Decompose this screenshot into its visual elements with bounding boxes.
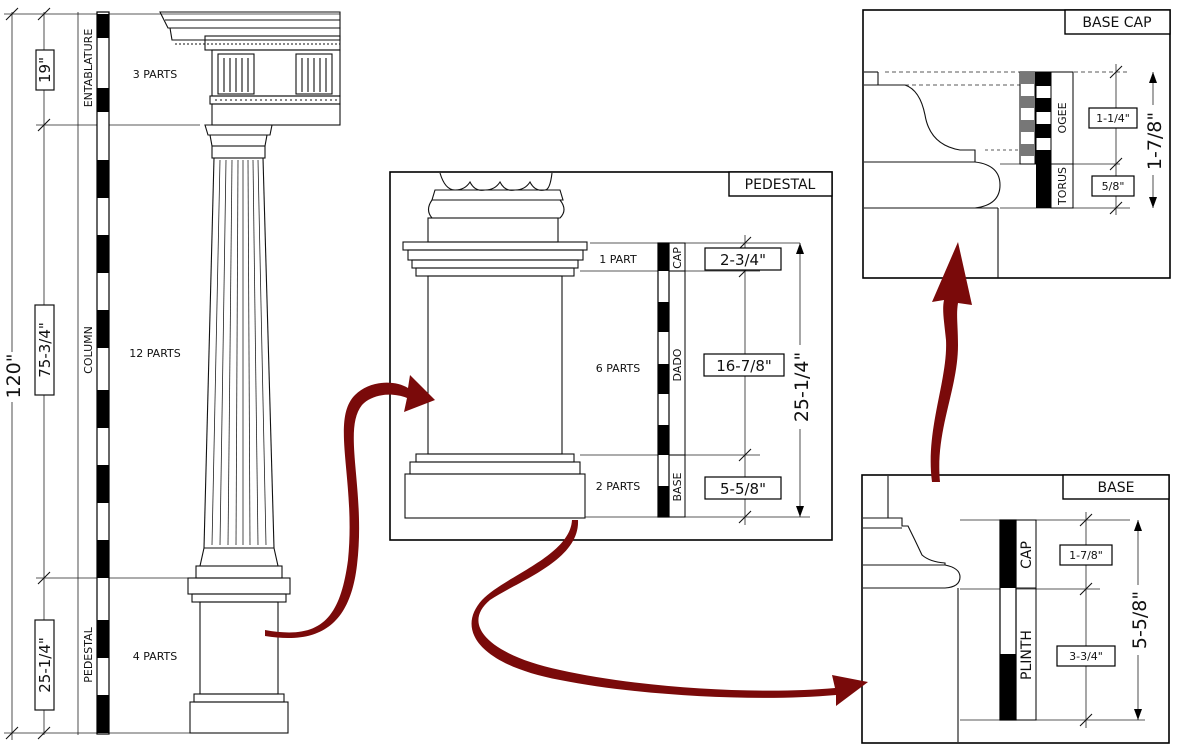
base-detail-panel: BASE CAP PLINTH 1-7/8" — [861, 474, 1170, 744]
base-cap-detail-panel: BASE CAP — [862, 9, 1171, 279]
base-cap-total-dim: 1-7/8" — [1144, 112, 1166, 170]
plinth-row-label: PLINTH — [1019, 630, 1035, 680]
pedestal-detail-panel: PEDESTAL — [389, 171, 833, 541]
pedestal-parts-label: 4 PARTS — [133, 650, 178, 663]
base-cap-detail-title: BASE CAP — [1082, 15, 1151, 31]
column-parts-label: 12 PARTS — [129, 347, 181, 360]
pedestal-base-parts: 2 PARTS — [596, 480, 641, 493]
callout-arrows — [265, 242, 972, 706]
base-detail-title: BASE — [1098, 480, 1135, 496]
entablature-parts-label: 3 PARTS — [133, 68, 178, 81]
pedestal-total-dim: 25-1/4" — [791, 352, 813, 422]
pedestal-base-label: BASE — [671, 472, 684, 501]
pedestal-cap-label: CAP — [671, 247, 684, 269]
arrow-to-base — [471, 520, 868, 706]
plinth-dim: 3-3/4" — [1069, 650, 1103, 663]
ogee-label: OGEE — [1056, 102, 1069, 133]
column-label: COLUMN — [82, 326, 95, 374]
pedestal-cap-dim: 2-3/4" — [720, 251, 766, 269]
entablature-height-label: 19" — [36, 57, 54, 83]
torus-label: TORUS — [1056, 167, 1069, 206]
pedestal-dado-label: DADO — [671, 348, 684, 381]
entablature-label: ENTABLATURE — [82, 29, 95, 108]
column-height-label: 75-3/4" — [36, 322, 54, 378]
base-cap-dim: 1-7/8" — [1069, 549, 1103, 562]
torus-dim: 5/8" — [1102, 180, 1125, 193]
arrow-to-pedestal — [265, 375, 435, 639]
pedestal-height-label: 25-1/4" — [36, 637, 54, 693]
column-elevation — [159, 11, 341, 734]
total-height-label: 120" — [3, 353, 25, 398]
pedestal-base-dim: 5-5/8" — [720, 480, 766, 498]
pedestal-label: PEDESTAL — [82, 626, 95, 682]
pedestal-cap-parts: 1 PART — [599, 253, 637, 266]
ogee-dim: 1-1/4" — [1096, 112, 1130, 125]
overall-dimension-chain: 120" 19" 75-3/4" 25-1/4" ENTABLATURE COL… — [2, 7, 340, 740]
pedestal-dado-parts: 6 PARTS — [596, 362, 641, 375]
arrow-to-base-cap — [930, 242, 972, 482]
base-cap-row-label: CAP — [1019, 541, 1035, 569]
pedestal-detail-title: PEDESTAL — [745, 177, 816, 193]
base-total-dim: 5-5/8" — [1129, 591, 1151, 649]
pedestal-dado-dim: 16-7/8" — [716, 357, 772, 375]
